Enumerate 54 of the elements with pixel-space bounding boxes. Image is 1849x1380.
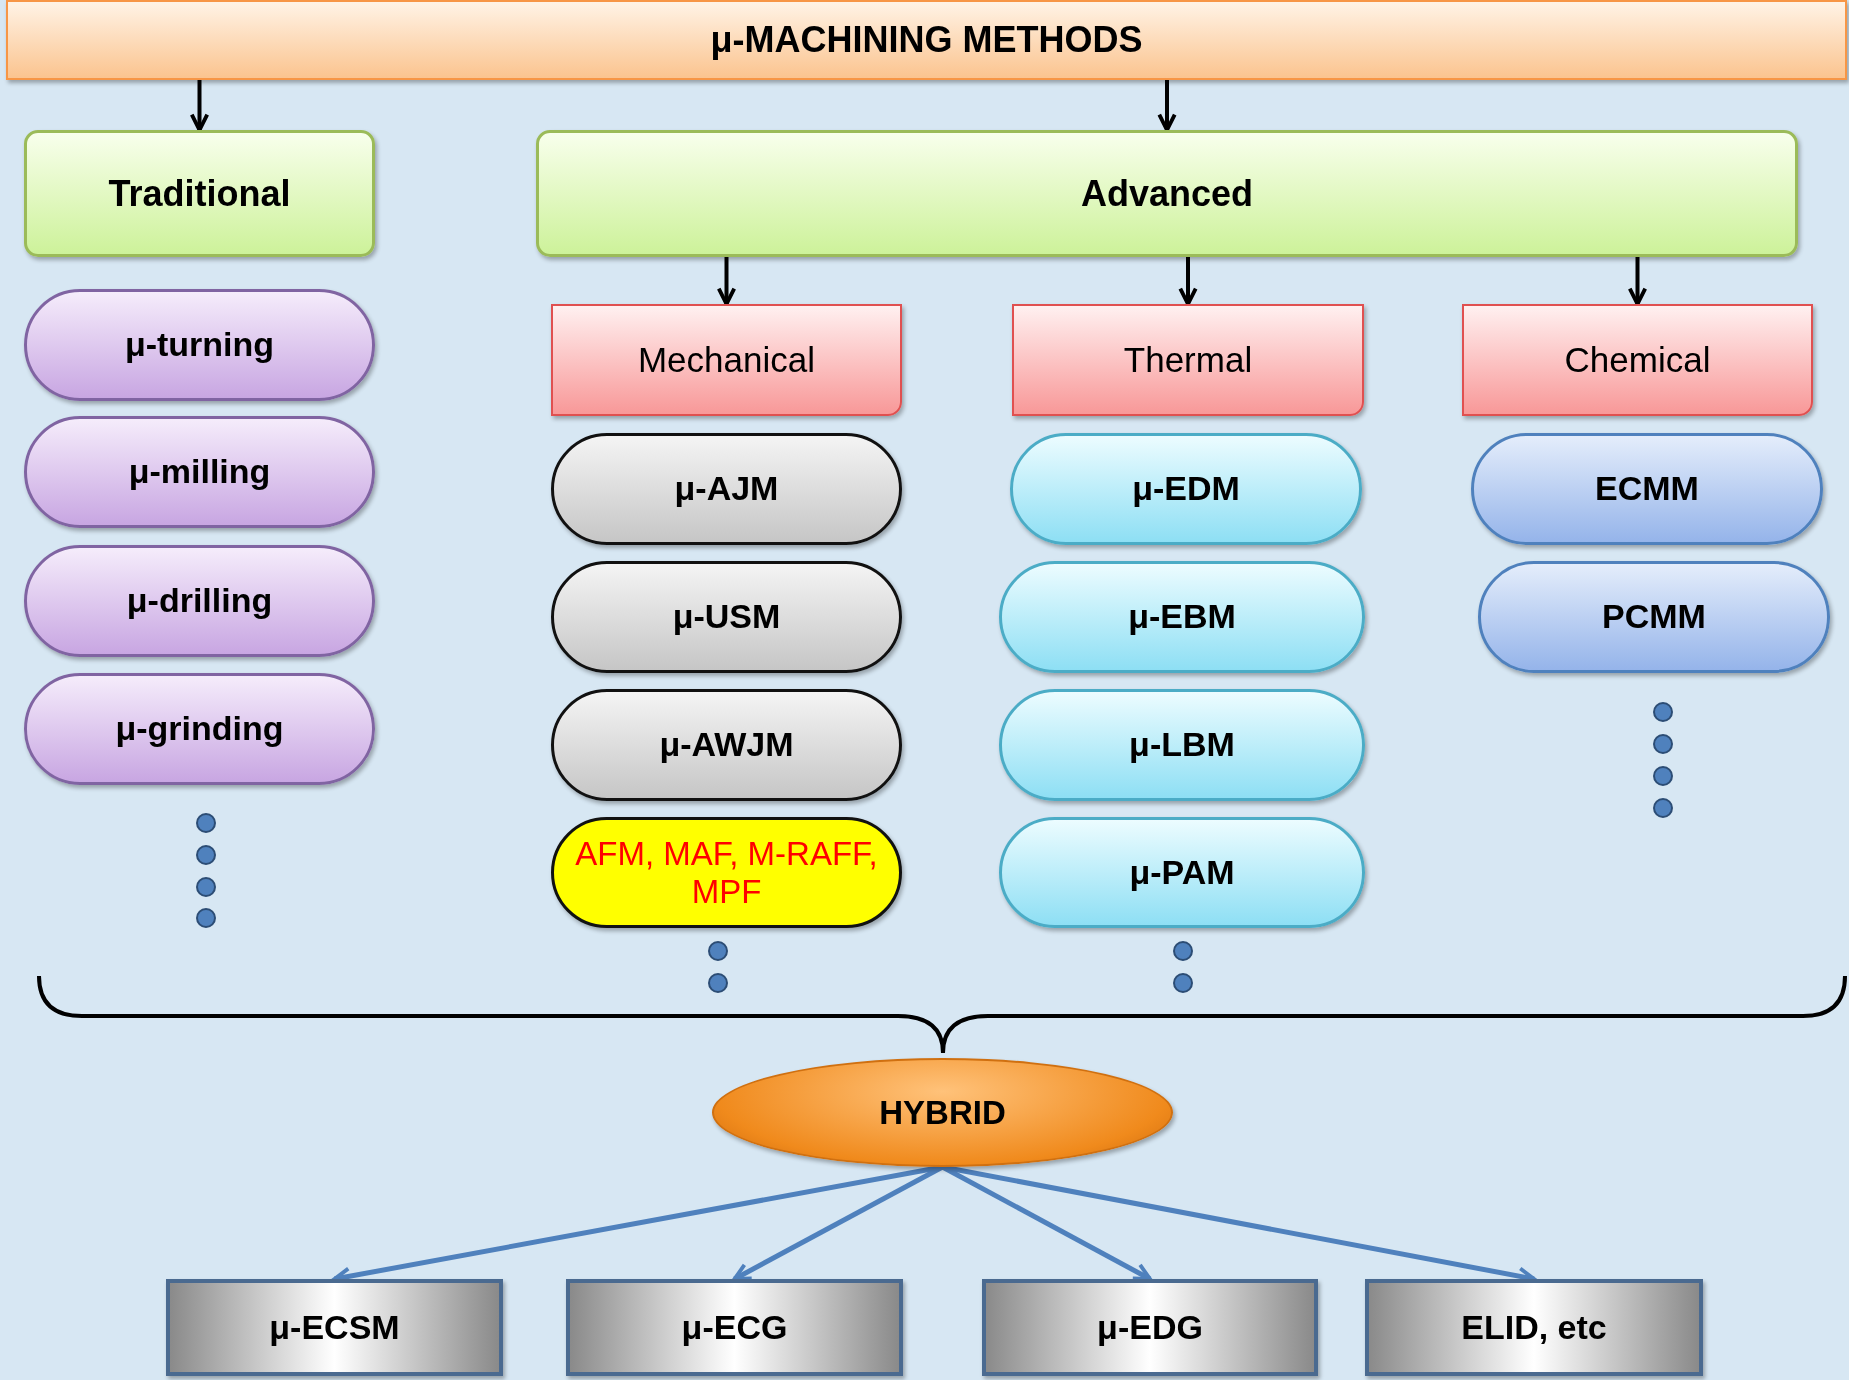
- arrow: [189, 80, 210, 132]
- method-pill: [1010, 433, 1362, 545]
- arrow: [1627, 257, 1648, 306]
- node-label: μ-turning: [124, 325, 275, 365]
- node-label: μ-AWJM: [659, 725, 794, 765]
- method-pill: [551, 561, 902, 673]
- node-label: μ-EDM: [1132, 469, 1240, 509]
- node-label: Advanced: [1080, 172, 1254, 215]
- node-label: Mechanical: [637, 339, 815, 381]
- subcategory-box: [1012, 304, 1364, 416]
- hybrid-method-box: [566, 1279, 903, 1376]
- node-label: μ-EDG: [1097, 1307, 1203, 1348]
- arrow: [1157, 80, 1177, 132]
- method-pill: [551, 433, 902, 545]
- node-label: ELID, etc: [1461, 1307, 1607, 1348]
- node-label: μ-ECG: [681, 1307, 788, 1348]
- hybrid-method-box: [1365, 1279, 1703, 1376]
- node-label: μ-AJM: [674, 469, 779, 509]
- hybrid-method-box: [982, 1279, 1318, 1376]
- method-pill: [24, 545, 375, 657]
- node-label: Traditional: [108, 172, 291, 215]
- category-box: [24, 130, 375, 257]
- node-label: AFM, MAF, M-RAFF, MPF: [574, 834, 879, 911]
- method-pill: [999, 689, 1365, 801]
- node-label: PCMM: [1602, 597, 1706, 637]
- node-label: μ-USM: [672, 597, 781, 637]
- method-pill: [999, 561, 1365, 673]
- node-label: μ-EBM: [1128, 597, 1236, 637]
- method-pill: [24, 289, 375, 401]
- node-label: μ-PAM: [1129, 852, 1235, 893]
- subcategory-box: [551, 304, 902, 416]
- node-label: μ-ECSM: [269, 1307, 400, 1348]
- node-label: μ-grinding: [115, 709, 284, 749]
- method-pill: [24, 416, 375, 528]
- node-label: μ-MACHINING METHODS: [710, 19, 1143, 61]
- hybrid-method-box: [166, 1279, 503, 1376]
- method-pill: [1471, 433, 1823, 545]
- method-pill: [999, 817, 1365, 928]
- method-pill: [551, 689, 902, 801]
- node-label: μ-milling: [128, 452, 271, 492]
- node-label: ECMM: [1595, 469, 1699, 509]
- node-label: Thermal: [1123, 339, 1253, 381]
- method-pill: [24, 673, 375, 785]
- category-box: [536, 130, 1798, 257]
- arrow: [1178, 257, 1198, 306]
- node-label: μ-LBM: [1129, 725, 1235, 765]
- arrow: [716, 257, 737, 306]
- node-label: μ-drilling: [126, 581, 273, 621]
- node-label: HYBRID: [879, 1093, 1006, 1132]
- method-pill: [551, 817, 902, 928]
- title-bar: [6, 0, 1847, 80]
- subcategory-box: [1462, 304, 1813, 416]
- node-label: Chemical: [1564, 339, 1711, 381]
- method-pill: [1478, 561, 1830, 673]
